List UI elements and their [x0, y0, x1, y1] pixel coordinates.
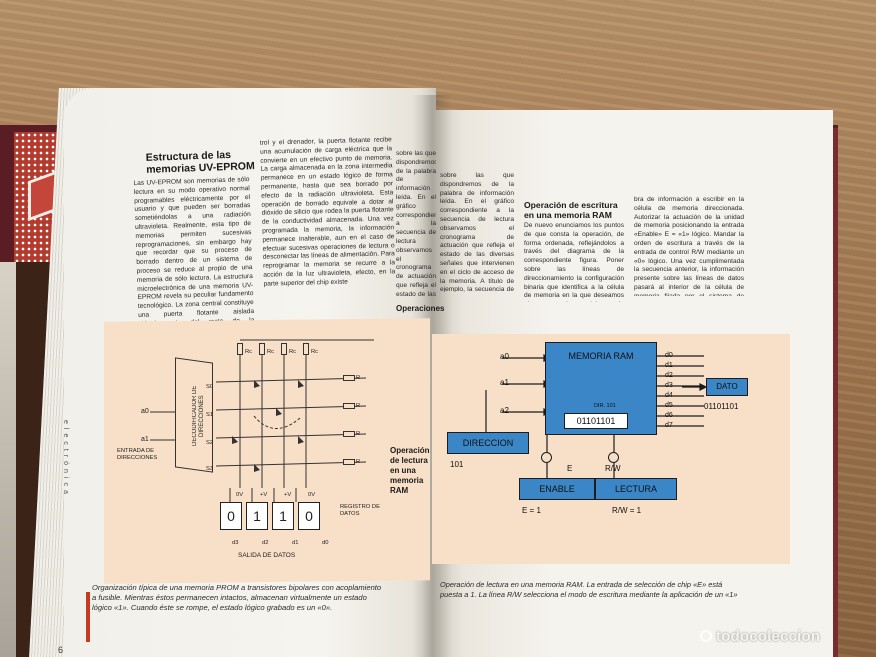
output-d1: d1	[292, 540, 299, 546]
row-select-label: S1	[206, 412, 214, 418]
output-d2: d2	[262, 540, 269, 546]
resistor	[303, 343, 309, 355]
output-d7-label: d7	[665, 422, 673, 429]
rw-inverter-circle	[608, 452, 619, 463]
right-heading: Operación de escritura en una memoria RA…	[524, 200, 618, 220]
row-select-label: S0	[206, 384, 214, 390]
output-d2-label: d2	[665, 372, 673, 379]
left-heading: Estructura de las memorias UV-EPROM	[145, 148, 255, 176]
voltage-label: 0V	[236, 492, 244, 498]
register-bit: 0	[220, 502, 242, 530]
resistor-label: Rc	[267, 349, 275, 355]
row-resistor	[343, 431, 355, 437]
register-bit: 1	[246, 502, 268, 530]
row-resistor-label: R	[356, 459, 361, 465]
output-d5-label: d5	[665, 402, 673, 409]
register-bit: 1	[272, 502, 294, 530]
output-d1-label: d1	[665, 362, 673, 369]
voltage-label: +V	[284, 492, 292, 498]
resistor	[281, 343, 287, 355]
rw-value: R/W = 1	[612, 506, 642, 515]
row-resistor-label: R	[356, 375, 361, 381]
output-caption: SALIDA DE DATOS	[238, 552, 296, 559]
output-d3-label: d3	[665, 382, 673, 389]
enable-box: ENABLE	[519, 478, 595, 500]
row-resistor-label: R	[356, 403, 361, 409]
input-a1: a1	[141, 436, 149, 443]
memory-cell-value: 01101101	[564, 413, 628, 429]
watermark-logo-icon	[700, 630, 712, 642]
direccion-box: DIRECCION	[447, 432, 529, 454]
input-a2-label: a2	[500, 406, 509, 415]
resistor-label: Rc	[289, 349, 297, 355]
e-label: E	[567, 464, 573, 473]
resistor	[237, 343, 243, 355]
row-resistor	[343, 403, 355, 409]
paper-strip	[0, 262, 16, 657]
dato-value: 01101101	[704, 402, 739, 411]
prom-circuit-wires	[150, 339, 374, 502]
register-label: REGISTRO DE DATOS	[340, 504, 380, 517]
output-d0-label: d0	[665, 352, 673, 359]
voltage-label: 0V	[308, 492, 316, 498]
enable-value: E = 1	[522, 506, 541, 515]
row-resistor	[343, 459, 355, 465]
resistor	[259, 343, 265, 355]
side-vertical-text: electrónica	[62, 420, 69, 498]
rw-label: R/W	[605, 464, 621, 473]
output-d4-label: d4	[665, 392, 673, 399]
input-a0: a0	[141, 408, 149, 415]
memory-address-label: DIR. 101	[594, 403, 616, 409]
resistor-label: Rc	[311, 349, 319, 355]
left-column-1: Las UV-EPROM son memorias de sólo lectur…	[133, 176, 255, 330]
row-resistor	[343, 375, 355, 381]
enable-inverter-circle	[541, 452, 552, 463]
right-caption: Operación de lectura en una memoria RAM.…	[440, 580, 738, 599]
right-column-0: sobre las que dispondremos de la palabra…	[440, 172, 514, 292]
caption-accent-bar	[86, 592, 90, 642]
memory-ram-block: MEMORIA RAM DIR. 101 01101101	[545, 342, 657, 435]
left-column-2: trol y el drenador, la puerta flotante r…	[259, 136, 396, 288]
input-a0-label: a0	[500, 352, 509, 361]
voltage-label: +V	[260, 492, 268, 498]
watermark-text: todocoleccion	[716, 628, 821, 645]
watermark: todocoleccion	[700, 628, 820, 645]
right-column-2: bra de información a escribir en la célu…	[634, 196, 744, 296]
memory-title: MEMORIA RAM	[568, 351, 634, 361]
right-heading-0b: Operación de lectura en una memoria RAM	[390, 446, 430, 495]
resistor-label: Rc	[245, 349, 253, 355]
right-column-1: De nuevo enunciamos los puntos de que co…	[524, 222, 624, 302]
row-select-label: S3	[206, 466, 214, 472]
lectura-box: LECTURA	[595, 478, 677, 500]
output-d0: d0	[322, 540, 329, 546]
right-heading-0: Operaciones	[396, 304, 445, 313]
row-resistor-label: R	[356, 431, 361, 437]
register-bit: 0	[298, 502, 320, 530]
output-d6-label: d6	[665, 412, 673, 419]
page-number: 6	[58, 645, 64, 655]
direccion-value: 101	[450, 460, 464, 469]
left-caption: Organización típica de una memoria PROM …	[92, 583, 382, 612]
input-caption: ENTRADA DE DIRECCIONES	[117, 448, 158, 461]
row-select-label: S2	[206, 440, 214, 446]
output-d3: d3	[232, 540, 239, 546]
dato-box: DATO	[706, 378, 748, 396]
right-column-0-fragment: sobre las que dispondremos de la palabra…	[396, 150, 436, 300]
input-a1-label: a1	[500, 378, 509, 387]
